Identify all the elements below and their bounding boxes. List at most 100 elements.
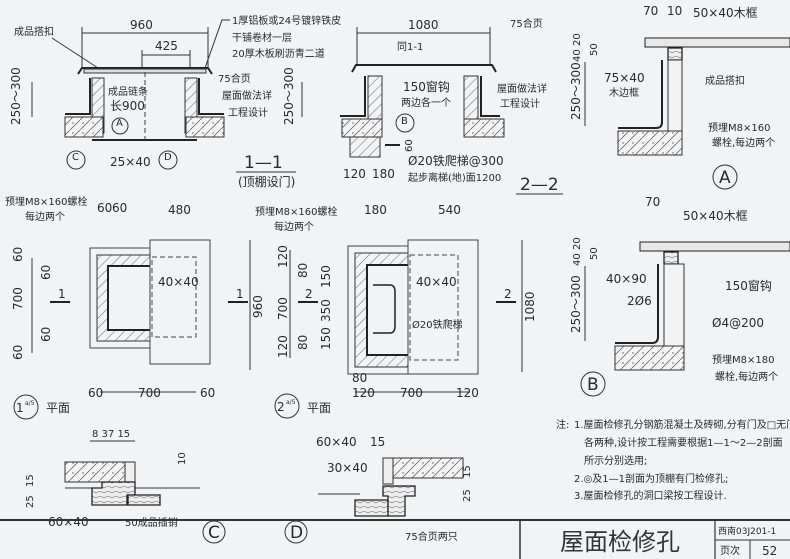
- drawing-title: 屋面检修孔: [560, 528, 680, 556]
- dim-40: 40: [572, 253, 583, 266]
- section-title-1-1: 1—1: [244, 153, 283, 173]
- label-same-as: 同1-1: [397, 41, 423, 53]
- plan-1: 预埋M8×160螺栓 每边两个 60 60 480 40×40 60 60 70…: [5, 195, 265, 420]
- roof-note-2: 工程设计: [228, 106, 268, 119]
- detail-c-label: C: [208, 523, 220, 543]
- label-bolt: 50成品插销: [125, 516, 178, 529]
- curb-height: 250～300: [9, 67, 23, 125]
- label-frame: 60×40: [48, 515, 89, 529]
- layer-3: 20厚木板刷沥青二道: [232, 47, 325, 60]
- layer-2: 干铺卷材一层: [232, 31, 292, 44]
- label-frame-b: 30×40: [327, 461, 368, 475]
- detail-a: 70 10 50×40木框 20 40 50 250～300 75×40 木边框…: [569, 4, 790, 190]
- dim-v700: 700: [276, 297, 290, 320]
- ref-b: B: [401, 116, 408, 127]
- dim-10: 10: [177, 452, 188, 465]
- plan-1-number: 1: [16, 401, 24, 415]
- curb-height: 250～300: [282, 67, 296, 125]
- label-ladder-start: 起步离梯(地)面1200: [408, 171, 501, 184]
- dim-v15: 15: [462, 465, 473, 478]
- dim-b120a: 120: [352, 386, 375, 400]
- label-stirrup: Ø4@200: [712, 316, 764, 330]
- roof-note-1: 屋面做法详: [497, 82, 547, 95]
- label-frame-a: 60×40: [316, 435, 357, 449]
- label-hinge: 75合页两只: [405, 530, 458, 543]
- dim-b700: 700: [138, 386, 161, 400]
- dim-180: 180: [364, 203, 387, 217]
- strip-40x40: 40×40: [416, 275, 457, 289]
- dim-50: 50: [589, 247, 600, 260]
- label-ladder: Ø20铁爬梯: [412, 318, 463, 331]
- cut-mark-left: 1: [58, 287, 66, 301]
- dim-70: 70: [643, 4, 658, 18]
- detail-c: 8 37 15 15 25 10 60×40 50成品插销 C: [25, 429, 226, 544]
- label-hook: 150窗钩: [403, 80, 450, 94]
- label-bolt: 预埋M8×160螺栓: [255, 205, 337, 218]
- dim-b80: 80: [352, 371, 367, 385]
- label-bolt-count: 每边两个: [25, 210, 65, 223]
- dim-v80b: 80: [296, 335, 310, 350]
- dim-15: 15: [370, 435, 385, 449]
- dim-b700: 700: [400, 386, 423, 400]
- dim-20: 20: [572, 237, 583, 250]
- cut-mark-right: 2: [504, 287, 512, 301]
- label-buckle: 成品搭扣: [705, 74, 745, 87]
- label-bolt-count: 每边两个: [274, 220, 314, 233]
- dim-v150b: 150: [319, 327, 333, 350]
- label-edge-frame-size: 75×40: [604, 71, 645, 85]
- ref-d: D: [164, 152, 172, 163]
- note-1-line-2: 各两种,设计按工程需要根据1—1～2—2剖面: [584, 436, 783, 449]
- detail-b: 70 50×40木框 20 40 50 250～300 40×90 2Ø6 15…: [569, 195, 790, 397]
- note-2: 2.◎及1—1剖面为顶棚有门检修孔;: [574, 472, 728, 485]
- dim-40: 40: [572, 49, 583, 62]
- notes-prefix: 注:: [556, 418, 569, 431]
- note-3: 3.屋面检修孔的洞口梁按工程设计.: [574, 489, 727, 502]
- dim-540: 540: [438, 203, 461, 217]
- dim-v60c: 60: [39, 327, 53, 342]
- label-hinge: 75合页: [218, 72, 251, 85]
- label-chain-length: 长900: [110, 99, 145, 113]
- detail-a-label: A: [719, 168, 731, 188]
- strip-40x40: 40×40: [158, 275, 199, 289]
- dim-b120b: 120: [456, 386, 479, 400]
- label-bolt-count: 螺栓,每边两个: [712, 136, 775, 149]
- section-title-2-2: 2—2: [520, 175, 559, 195]
- cut-mark-left: 2: [305, 287, 313, 301]
- dim-b60b: 60: [200, 386, 215, 400]
- notes: 注: 1.屋面检修孔分钢筋混凝土及砖砌,分有门及□无门↕ 各两种,设计按工程需要…: [556, 418, 790, 502]
- dim-v960: 960: [251, 295, 265, 318]
- atlas-number: 西南03J201-1: [718, 525, 776, 537]
- dim-180: 180: [372, 167, 395, 181]
- plan-2-caption: 平面: [307, 401, 331, 415]
- dim-v120b: 120: [276, 335, 290, 358]
- dim-50: 50: [589, 43, 600, 56]
- label-chain: 成品链条: [108, 85, 148, 98]
- section-subtitle: (顶棚设门): [238, 174, 295, 189]
- dim-960: 960: [130, 18, 153, 32]
- dim-60b: 60: [112, 201, 127, 215]
- label-frame: 50×40木框: [683, 209, 748, 223]
- label-bolt-count: 螺栓,每边两个: [715, 370, 778, 383]
- note-1-line-3: 所示分别选用;: [584, 454, 647, 467]
- dim-v350: 350: [319, 299, 333, 322]
- dim-v120a: 120: [276, 245, 290, 268]
- label-bolt: 预埋M8×160: [708, 122, 770, 134]
- curb-height: 250～300: [569, 275, 583, 333]
- label-hinge: 75合页: [510, 17, 543, 30]
- dim-v25: 25: [462, 489, 473, 502]
- dim-v80a: 80: [296, 263, 310, 278]
- page-label: 页次: [720, 544, 740, 557]
- ref-c: C: [72, 152, 79, 163]
- plan-1-ref: a/5: [25, 400, 35, 407]
- label-hook: 150窗钩: [725, 279, 772, 293]
- dim-425: 425: [155, 39, 178, 53]
- strip-25x40: 25×40: [110, 155, 151, 169]
- dim-b60a: 60: [88, 386, 103, 400]
- section-1-1: 960 425 成品搭扣 1厚铝板或24号镀锌铁皮 干铺卷材一层 20厚木板刷沥…: [9, 14, 341, 189]
- label-bolt: 预埋M8×160螺栓: [5, 195, 87, 208]
- label-hook-count: 两边各一个: [401, 96, 451, 109]
- dim-v15: 15: [25, 474, 36, 487]
- dim-v25: 25: [25, 495, 36, 508]
- dim-480: 480: [168, 203, 191, 217]
